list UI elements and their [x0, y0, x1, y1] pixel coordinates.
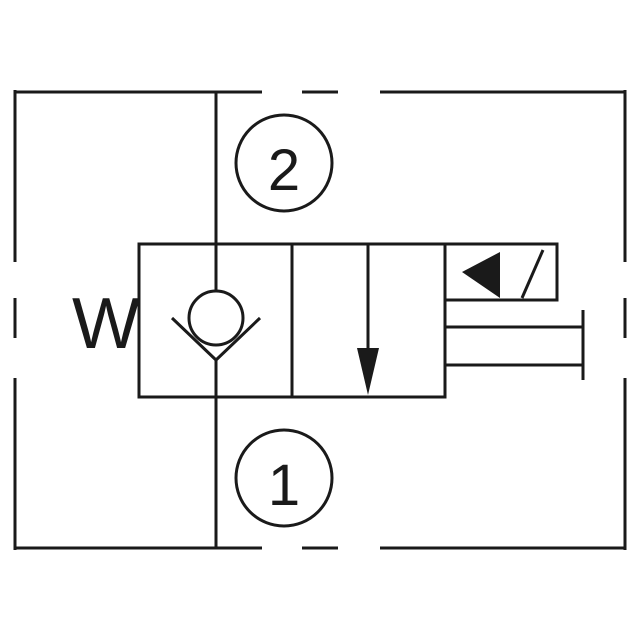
port-1-label: 1	[268, 453, 300, 518]
solenoid-triangle-icon	[462, 252, 500, 298]
check-valve-symbol	[170, 289, 262, 363]
port-2: 2	[234, 113, 334, 213]
flow-arrow	[357, 244, 379, 395]
flow-arrow-head	[357, 348, 379, 395]
solenoid-diagonal	[520, 249, 545, 299]
port-2-label: 2	[268, 138, 300, 203]
cartridge-envelope	[13, 90, 627, 550]
solenoid-actuator	[443, 242, 559, 302]
check-seat	[170, 316, 262, 363]
valve-body	[137, 242, 447, 399]
port-2-circle	[234, 113, 334, 213]
solenoid-coil-box	[443, 242, 559, 302]
port-1: 1	[234, 428, 334, 528]
check-ball	[187, 289, 245, 347]
spring-label: W	[72, 284, 140, 364]
manual-override	[445, 310, 585, 380]
port-1-circle	[234, 428, 334, 528]
